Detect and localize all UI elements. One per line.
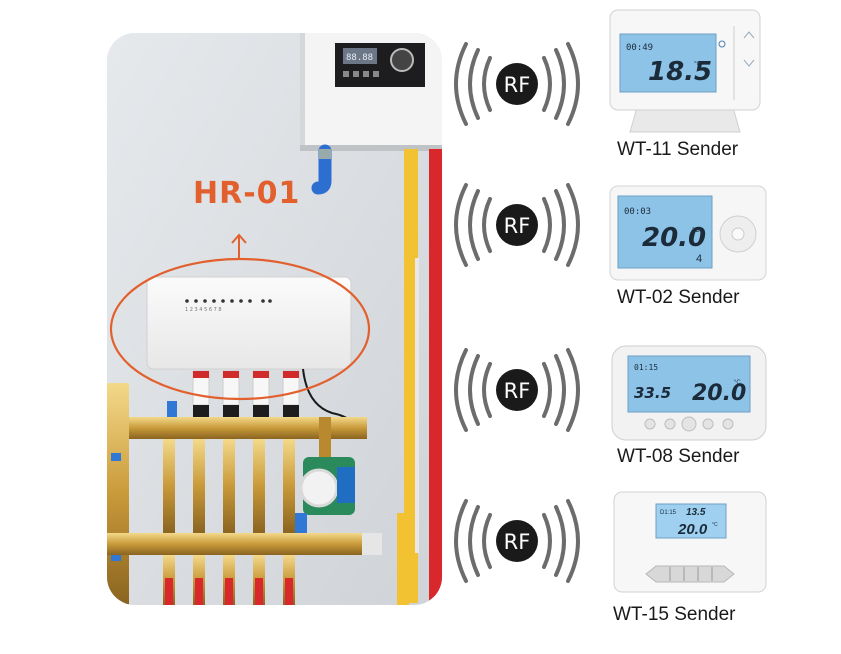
sender-wt02-temp: 20.0 xyxy=(642,223,706,253)
rf-signal-1: RF xyxy=(450,40,584,133)
sender-wt02-device: 00:03 20.0 °C 4 xyxy=(608,184,768,287)
sender-caption-wt15: WT-15 Sender xyxy=(613,604,736,625)
sender-wt11-temp: 18.5 xyxy=(648,57,712,87)
sender-caption-wt08: WT-08 Sender xyxy=(617,446,740,467)
installation-illustration: 88.88 1 2 3 4 5 6 7 8 xyxy=(107,33,442,605)
sender-wt15-extra: D1:15 xyxy=(660,510,677,516)
sender-wt15-temp: 20.0 xyxy=(677,521,708,538)
sender-wt11-small: 00:49 xyxy=(626,43,653,53)
sender-wt08-unit: °C xyxy=(734,380,741,386)
sender-wt02-unit: °C xyxy=(692,226,700,234)
rf-signal-2: RF xyxy=(450,181,584,274)
rf-signal-3: RF xyxy=(450,346,584,439)
boiler-display-text: 88.88 xyxy=(346,53,373,63)
sender-wt15-unit: °C xyxy=(712,522,718,528)
sender-wt15-small: 13.5 xyxy=(686,507,706,518)
sender-caption-wt02: WT-02 Sender xyxy=(617,287,740,308)
rf-signal-4: RF xyxy=(450,497,584,590)
rf-badge-text: RF xyxy=(504,379,531,403)
rf-badge-text: RF xyxy=(504,530,531,554)
receiver-channel-numbers: 1 2 3 4 5 6 7 8 xyxy=(185,307,222,313)
sender-wt08-temp: 20.0 xyxy=(692,381,746,406)
receiver-label: HR-01 xyxy=(193,176,300,211)
installation-photo: 88.88 1 2 3 4 5 6 7 8 xyxy=(107,33,442,605)
rf-badge-text: RF xyxy=(504,73,531,97)
rf-badge-text: RF xyxy=(504,214,531,238)
sender-wt02-extra: 4 xyxy=(696,253,702,265)
sender-wt15-device: D1:15 13.5 20.0 °C xyxy=(612,490,768,599)
sender-wt11-device: 00:49 18.5 °C xyxy=(608,8,763,141)
sender-caption-wt11: WT-11 Sender xyxy=(617,139,739,160)
sender-wt08-small: 01:15 xyxy=(634,363,658,372)
sender-wt02-small: 00:03 xyxy=(624,207,651,217)
sender-wt08-left: 33.5 xyxy=(634,384,671,402)
sender-wt11-unit: °C xyxy=(694,60,702,68)
sender-wt08-device: 01:15 33.5 20.0 °C xyxy=(610,344,768,447)
